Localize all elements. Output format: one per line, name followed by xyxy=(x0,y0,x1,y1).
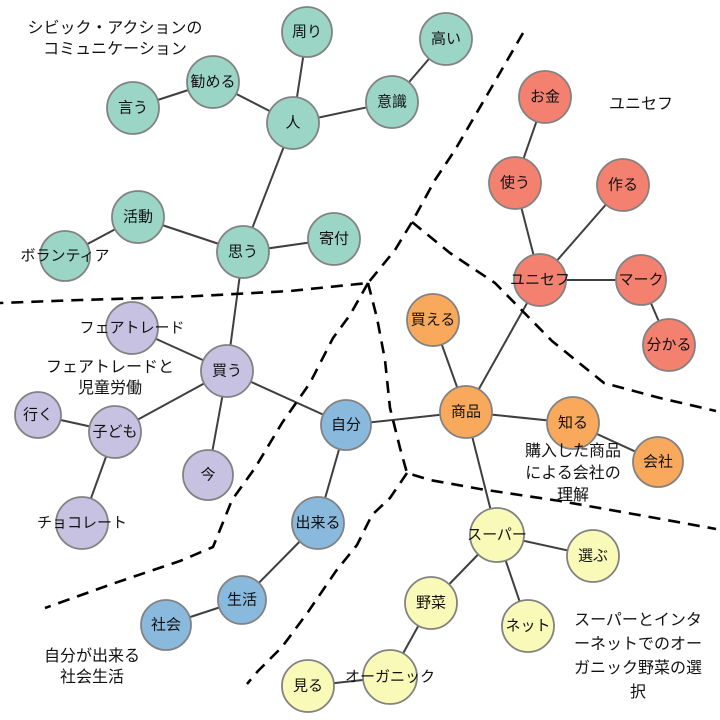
network-node xyxy=(513,253,567,307)
network-node xyxy=(281,6,333,58)
network-node xyxy=(365,75,419,129)
network-node xyxy=(266,96,320,150)
node-label: 作る xyxy=(608,177,638,194)
network-node xyxy=(88,405,142,459)
network-node xyxy=(501,599,555,653)
node-label: チョコレート xyxy=(37,515,127,532)
network-node xyxy=(320,399,372,451)
node-label: オーガニック xyxy=(345,669,435,686)
node-label: マーク xyxy=(618,272,663,289)
network-node xyxy=(111,190,165,244)
node-label: 勧める xyxy=(190,74,235,91)
network-node xyxy=(469,507,525,563)
node-label: 寄付 xyxy=(319,230,349,248)
nodes-layer: 言う勧める周り人意識高い活動ボランティア思う寄付お金使う作るユニセフマーク分かる… xyxy=(14,6,696,713)
node-label: 使う xyxy=(500,175,530,192)
node-label: 会社 xyxy=(643,454,673,471)
network-node xyxy=(596,158,650,212)
node-label: 今 xyxy=(200,467,215,484)
cluster-boundary-bottom-split xyxy=(246,472,409,685)
network-node xyxy=(642,318,696,372)
node-label: 選ぶ xyxy=(578,548,608,565)
network-node xyxy=(200,344,254,398)
network-node xyxy=(291,496,345,550)
node-label: 社会 xyxy=(151,617,181,634)
cluster-boundary-left-split xyxy=(44,282,370,610)
network-node xyxy=(140,599,192,651)
network-node xyxy=(546,396,600,450)
node-label: 野菜 xyxy=(416,595,446,612)
network-node xyxy=(182,449,234,501)
network-node xyxy=(406,293,460,347)
network-node xyxy=(518,70,572,124)
network-node xyxy=(419,12,473,66)
cluster-annotation-civic: シビック・アクションのコミュニケーション xyxy=(28,19,203,58)
node-label: 出来る xyxy=(295,515,340,532)
node-label: 自分 xyxy=(331,417,361,434)
node-label: 活動 xyxy=(123,209,153,226)
node-label: 高い xyxy=(431,31,461,48)
node-label: 買う xyxy=(212,363,242,380)
network-node xyxy=(55,496,109,550)
cluster-annotation-company: 購入した商品による会社の理解 xyxy=(525,442,621,504)
node-label: 言う xyxy=(118,100,148,117)
network-node xyxy=(307,212,361,266)
cluster-annotation-fairtrade: フェアトレードと児童労働 xyxy=(46,359,174,397)
network-node xyxy=(362,649,418,705)
network-node xyxy=(105,301,159,355)
cluster-annotation-self: 自分が出来る社会生活 xyxy=(44,647,140,686)
network-node xyxy=(39,230,91,282)
annotations-layer: シビック・アクションのコミュニケーションユニセフフェアトレードと児童労働購入した… xyxy=(28,19,702,701)
node-label: 生活 xyxy=(227,592,257,609)
node-label: 意識 xyxy=(377,93,407,111)
node-label: 周り xyxy=(292,24,322,41)
node-label: 行く xyxy=(23,407,53,424)
node-label: 思う xyxy=(228,244,258,261)
node-label: ボランティア xyxy=(20,248,109,265)
network-node xyxy=(404,576,458,630)
node-label: 子ども xyxy=(92,424,137,441)
node-label: 買える xyxy=(411,312,456,329)
cluster-annotation-unicef: ユニセフ xyxy=(609,96,673,113)
network-node xyxy=(632,436,684,488)
node-label: 商品 xyxy=(451,404,481,421)
node-label: お金 xyxy=(530,89,560,106)
network-node xyxy=(615,254,667,306)
network-node xyxy=(217,575,267,625)
node-label: 知る xyxy=(558,415,588,432)
network-node xyxy=(488,156,542,210)
node-label: ユニセフ xyxy=(510,272,570,289)
network-node xyxy=(216,225,270,279)
node-label: ネット xyxy=(505,618,550,635)
cluster-annotation-organic: スーパーとインターネットでのオーガニック野菜の選択 xyxy=(574,611,702,701)
network-node xyxy=(186,55,240,109)
node-label: 見る xyxy=(293,678,323,695)
cluster-boundary-mid-split xyxy=(366,282,717,531)
node-label: 分かる xyxy=(646,337,691,354)
node-label: フェアトレード xyxy=(79,320,184,337)
network-node xyxy=(566,529,620,583)
node-label: 人 xyxy=(285,115,300,132)
cluster-boundary-unicef-split xyxy=(411,220,717,413)
network-node xyxy=(439,385,493,439)
cluster-boundaries-layer xyxy=(0,32,717,685)
network-node xyxy=(106,81,160,135)
node-label: スーパー xyxy=(467,527,527,544)
network-node xyxy=(281,659,335,713)
network-node xyxy=(14,391,62,439)
